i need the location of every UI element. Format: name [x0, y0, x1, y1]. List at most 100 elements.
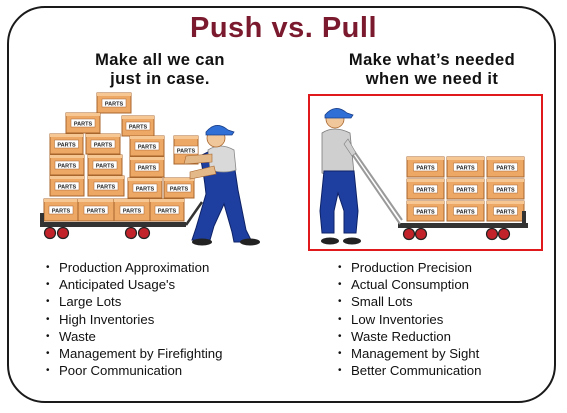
pull-list-item-text: Waste Reduction: [351, 328, 451, 344]
parts-box-label: PARTS: [496, 188, 515, 194]
parts-box-label: PARTS: [138, 166, 157, 172]
parts-box-label: PARTS: [105, 102, 124, 108]
parts-box: PARTS: [446, 178, 485, 200]
parts-box-label: PARTS: [58, 185, 77, 191]
bullet-icon: •: [338, 279, 342, 291]
parts-box-label: PARTS: [123, 209, 142, 215]
parts-box-label: PARTS: [87, 209, 106, 215]
pull-list-item: • Actual Consumption: [336, 276, 481, 293]
bullet-icon: •: [46, 330, 50, 342]
pull-worker: [319, 108, 361, 245]
pull-list-item: •Small Lots: [336, 293, 481, 310]
parts-box: PARTS: [49, 175, 85, 197]
pull-list-item: • Management by Sight: [336, 345, 481, 362]
parts-box: PARTS: [96, 92, 132, 114]
push-box-stack: PARTS PARTS PARTS PARTS PARTS PARTS PARTS PARTS…: [43, 92, 199, 222]
parts-box-label: PARTS: [138, 145, 157, 151]
parts-box: PARTS: [446, 200, 485, 222]
push-list-item-text: Poor Communication: [59, 363, 183, 379]
push-worker-illustration: PARTS PARTS PARTS PARTS PARTS PARTS PARTS PARTS…: [40, 92, 260, 246]
pull-list-item-text: Better Communication: [351, 363, 482, 379]
parts-box-label: PARTS: [416, 188, 435, 194]
parts-box-label: PARTS: [456, 210, 475, 216]
bullet-icon: •: [46, 313, 50, 325]
parts-box: PARTS: [486, 178, 525, 200]
parts-box-label: PARTS: [416, 166, 435, 172]
parts-box: PARTS: [77, 198, 115, 222]
pull-list-item: • Better Communication: [336, 362, 481, 379]
parts-box: PARTS: [65, 112, 101, 134]
page-title: Push vs. Pull: [190, 12, 377, 44]
push-cart-bar: [184, 201, 204, 226]
parts-box: PARTS: [129, 135, 165, 157]
parts-box-label: PARTS: [496, 210, 515, 216]
push-heading: Make all we can just in case.: [60, 51, 260, 89]
parts-box-label: PARTS: [158, 209, 177, 215]
parts-box-label: PARTS: [170, 187, 189, 193]
parts-box: PARTS: [113, 198, 151, 222]
bullet-icon: •: [338, 348, 342, 360]
pull-list-item-text: Low Inventories: [351, 311, 444, 327]
push-list-item: •Anticipated Usage's: [44, 276, 222, 293]
pull-heading-line2: when we need it: [365, 70, 499, 88]
push-worker: [183, 125, 260, 246]
bullet-icon: •: [338, 313, 342, 325]
pull-heading: Make what’s needed when we need it: [318, 51, 546, 89]
bullet-icon: •: [46, 262, 50, 273]
push-list-item-text: High Inventories: [59, 311, 155, 327]
parts-box: PARTS: [163, 177, 195, 199]
parts-box-label: PARTS: [136, 187, 155, 193]
pull-list-item: • Low Inventories: [336, 311, 481, 328]
push-cart-wheels: [43, 226, 151, 240]
pull-characteristics-list: • Production Precision • Actual Consumption…: [336, 259, 481, 379]
parts-box: PARTS: [406, 156, 445, 178]
push-heading-line2: just in case.: [110, 70, 210, 88]
bullet-icon: •: [46, 296, 50, 308]
parts-box-label: PARTS: [52, 209, 71, 215]
parts-box-label: PARTS: [58, 164, 77, 170]
parts-box: PARTS: [87, 175, 125, 197]
pull-list-item-text: Management by Sight: [351, 346, 480, 362]
pull-list-item-text: Actual Consumption: [351, 277, 470, 293]
parts-box: PARTS: [87, 154, 123, 176]
parts-box: PARTS: [121, 115, 155, 137]
parts-box-label: PARTS: [74, 122, 93, 128]
push-heading-line1: Make all we can: [95, 51, 225, 69]
parts-box: PARTS: [49, 154, 85, 176]
pull-list-item-text: Small Lots: [351, 294, 413, 310]
bullet-icon: •: [46, 279, 50, 291]
push-list-item-text: Large Lots: [59, 294, 122, 310]
push-list-item: • High Inventories: [44, 311, 222, 328]
push-cart-platform: [42, 222, 186, 227]
parts-box-label: PARTS: [57, 143, 76, 149]
parts-box-label: PARTS: [177, 149, 196, 155]
parts-box: PARTS: [85, 133, 121, 155]
parts-box-label: PARTS: [96, 164, 115, 170]
parts-box: PARTS: [486, 156, 525, 178]
push-list-item: •Production Approximation: [44, 259, 222, 276]
pull-cart-platform: [398, 223, 528, 228]
push-list-item: • Waste: [44, 328, 222, 345]
push-list-item: •Poor Communication: [44, 362, 222, 379]
push-cart-handle: [40, 213, 44, 227]
push-list-item-text: Management by Firefighting: [59, 346, 223, 362]
parts-box: PARTS: [149, 198, 185, 222]
pull-list-item: •Waste Reduction: [336, 328, 481, 345]
bullet-icon: •: [46, 348, 50, 360]
rounded-frame: [7, 6, 556, 403]
parts-box: PARTS: [129, 156, 165, 178]
parts-box-label: PARTS: [97, 185, 116, 191]
parts-box-label: PARTS: [94, 143, 113, 149]
pull-cart-back: [522, 211, 526, 227]
pull-list-item-text: Production Precision: [351, 260, 472, 275]
pull-heading-line1: Make what’s needed: [348, 51, 516, 69]
parts-box-label: PARTS: [456, 188, 475, 194]
pull-cart-wheels: [402, 227, 511, 241]
push-list-item: • Large Lots: [44, 293, 222, 310]
pull-handle-bar-2: [353, 150, 403, 221]
bullet-icon: •: [338, 365, 342, 377]
pull-highlight-box: [308, 94, 543, 251]
push-list-item-text: Waste: [59, 328, 96, 344]
